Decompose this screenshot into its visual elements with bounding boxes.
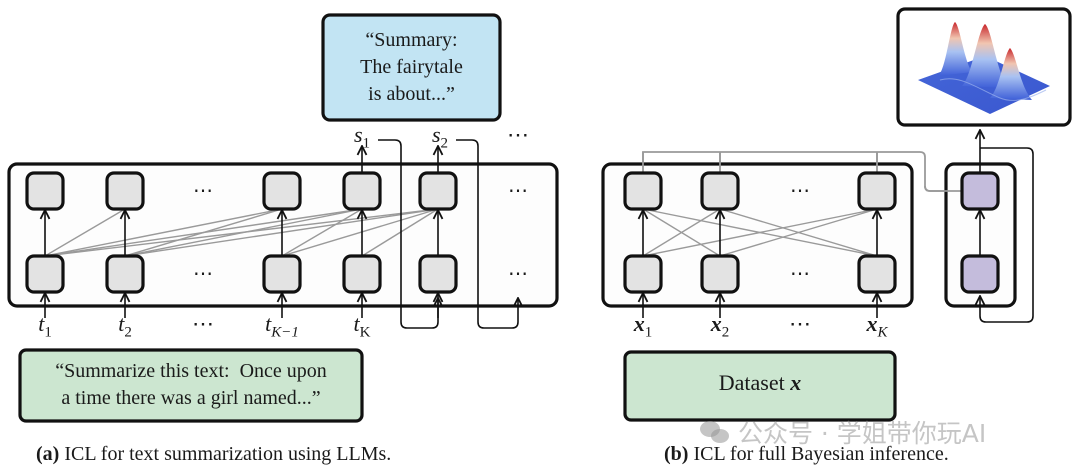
ellipsis: ⋯	[508, 180, 528, 202]
top-node	[105, 171, 145, 211]
attention-line	[281, 208, 363, 257]
attention-lines-b	[642, 208, 878, 257]
query-bottom-node	[960, 254, 1000, 294]
bottom-node	[342, 254, 382, 294]
feedback-loop-s2	[456, 139, 518, 329]
dataset-box-text: Dataset x	[625, 370, 895, 396]
bottom-node	[857, 254, 897, 294]
output-label: s1	[353, 122, 371, 152]
summary-line: is about...”	[368, 83, 455, 105]
panel-a	[7, 13, 559, 423]
token-label: t1	[38, 311, 52, 341]
bottom-node	[25, 254, 65, 294]
watermark-text: 公众号 · 学姐带你玩AI	[737, 419, 987, 448]
query-top-node	[960, 171, 1000, 211]
top-node	[857, 171, 897, 211]
nodes-a	[25, 171, 458, 294]
top-node	[342, 171, 382, 211]
dataset-label: Dataset	[718, 370, 791, 395]
ellipsis: ⋯	[790, 180, 810, 202]
bottom-node	[262, 254, 302, 294]
caption-b-label: (b)	[664, 443, 689, 465]
data-label: xK	[866, 311, 888, 341]
caption-b-text: ICL for full Bayesian inference.	[688, 443, 949, 465]
prompt-input-box	[18, 348, 364, 423]
top-node	[262, 171, 302, 211]
transformer-container-b	[601, 162, 914, 308]
attention-line	[44, 208, 126, 257]
bottom-node	[105, 254, 145, 294]
prompt-line: a time there was a girl named...”	[61, 387, 321, 409]
watermark: 公众号 · 学姐带你玩AI	[700, 414, 986, 450]
output-label: ⋯	[507, 122, 529, 147]
summary-output-text: “Summary: The fairytale is about...”	[323, 27, 500, 108]
feedback-loop-s1	[378, 139, 438, 329]
summary-line: “Summary:	[365, 29, 458, 51]
vertical-arrows-b	[643, 210, 980, 318]
caption-a-text: ICL for text summarization using LLMs.	[59, 443, 392, 465]
top-node	[418, 171, 458, 211]
attention-line	[44, 208, 363, 257]
bottom-node	[623, 254, 663, 294]
attention-line	[719, 208, 878, 257]
attention-line	[642, 208, 878, 257]
ellipsis: ⋯	[193, 263, 213, 285]
data-label: x2	[710, 311, 730, 341]
dataset-symbol: x	[790, 370, 802, 395]
panel-b	[601, 7, 1072, 422]
caption-a: (a) ICL for text summarization using LLM…	[36, 443, 391, 466]
data-label: ⋯	[789, 311, 811, 336]
token-label: t2	[118, 311, 132, 341]
attention-line	[281, 208, 439, 257]
top-node	[623, 171, 663, 211]
summary-output-box	[321, 13, 502, 122]
query-feedback-loop	[980, 147, 1034, 323]
caption-a-label: (a)	[36, 443, 60, 465]
attention-line	[44, 208, 283, 257]
attention-line	[44, 208, 439, 257]
prompt-line: “Summarize this text: Once upon	[55, 360, 327, 382]
attention-line	[642, 208, 721, 257]
caption-b: (b) ICL for full Bayesian inference.	[664, 443, 949, 466]
nodes-b	[623, 171, 1000, 294]
token-label: ⋯	[192, 311, 214, 336]
attention-line	[361, 208, 439, 257]
dataset-box	[623, 350, 897, 422]
output-label: s2	[431, 122, 449, 152]
token-label: tK	[353, 311, 371, 341]
summary-line: The fairytale	[360, 56, 463, 78]
vertical-arrows-a	[45, 146, 438, 318]
ellipsis: ⋯	[193, 180, 213, 202]
wechat-icon	[700, 421, 730, 445]
ellipsis: ⋯	[508, 263, 528, 285]
top-node	[25, 171, 65, 211]
bottom-node	[700, 254, 740, 294]
bottom-node	[418, 254, 458, 294]
top-node	[700, 171, 740, 211]
prompt-input-text: “Summarize this text: Once upon a time t…	[20, 358, 362, 412]
ellipsis: ⋯	[790, 263, 810, 285]
posterior-density-surface	[918, 22, 1050, 114]
data-label: x1	[633, 311, 653, 341]
token-label: tK−1	[265, 311, 299, 341]
